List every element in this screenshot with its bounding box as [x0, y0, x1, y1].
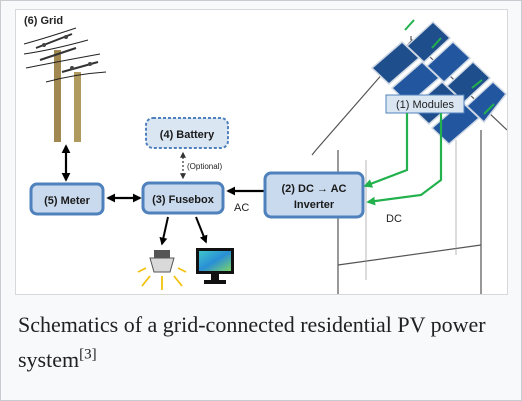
optional-label: (Optional) [187, 162, 222, 171]
fusebox-label: (3) Fusebox [152, 194, 215, 206]
inverter-label-line2: Inverter [294, 199, 335, 211]
monitor-icon [196, 248, 234, 284]
module-leads [404, 19, 495, 115]
ac-label: AC [234, 202, 249, 214]
citation-link[interactable]: [3] [79, 346, 97, 363]
meter-label: (5) Meter [44, 195, 91, 207]
power-pole-icon [23, 27, 107, 142]
inverter-box: (2) DC → AC Inverter [263, 171, 365, 219]
meter-box: (5) Meter [29, 182, 105, 216]
lamp-icon [137, 250, 187, 290]
citation-ref[interactable]: [3] [79, 347, 97, 363]
caption-text: Schematics of a grid-connected residenti… [18, 312, 486, 372]
dc-wires [363, 113, 443, 206]
modules-label-box: (1) Modules [385, 94, 465, 114]
inverter-label-line1: (2) DC → AC [282, 183, 347, 195]
fusebox-monitor-arrow [195, 216, 208, 244]
pv-system-diagram[interactable]: (1) Modules (6) Grid [15, 9, 508, 295]
battery-box: (4) Battery [145, 117, 229, 149]
figure-caption: Schematics of a grid-connected residenti… [18, 307, 513, 377]
battery-label: (4) Battery [160, 129, 215, 141]
grid-label: (6) Grid [24, 15, 63, 27]
dc-label: DC [386, 213, 402, 225]
fusebox-box: (3) Fusebox [141, 181, 225, 215]
fusebox-lamp-arrow [159, 216, 169, 246]
modules-label: (1) Modules [396, 99, 455, 111]
